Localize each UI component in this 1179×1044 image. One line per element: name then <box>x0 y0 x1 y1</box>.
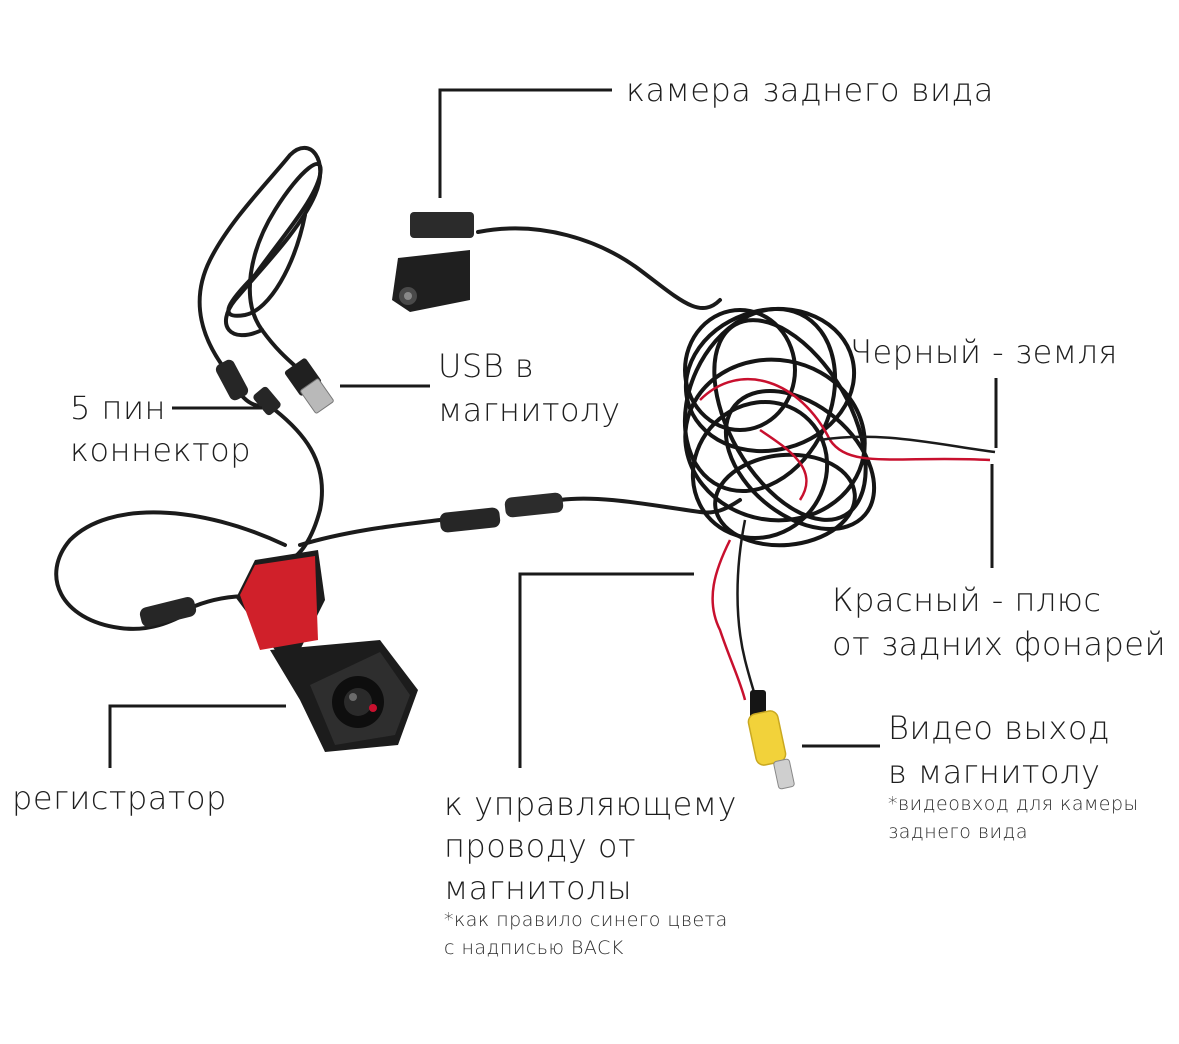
recorder-label: регистратор <box>12 779 227 817</box>
rear-camera-label: камера заднего вида <box>626 71 994 109</box>
usb-label-line1: USB в <box>438 347 535 385</box>
red-wire-label-line2: от задних фонарей <box>832 625 1167 663</box>
control-wire-label-line3: магнитолы <box>444 869 633 907</box>
video-note-line2: заднего вида <box>888 821 1029 843</box>
leader-lines <box>108 88 998 768</box>
wire-coil <box>682 306 877 548</box>
control-wire-label-line2: проводу от <box>444 827 637 865</box>
connectors <box>139 359 564 627</box>
black-wire-label: Черный - земля <box>850 333 1118 371</box>
control-note-line2: с надписью BACK <box>444 937 624 959</box>
usb-label-line2: магнитолу <box>438 391 621 429</box>
video-note-line1: *видеовход для камеры <box>888 793 1139 815</box>
red-wire-label-line1: Красный - плюс <box>832 581 1102 619</box>
red-wire-loops <box>699 377 991 701</box>
video-out-label-line2: в магнитолу <box>888 753 1101 791</box>
control-wire-label-line1: к управляющему <box>444 785 737 823</box>
rear-camera-illustration <box>392 212 474 312</box>
pin-connector-label-line2: коннектор <box>70 431 252 469</box>
main-cable <box>54 226 742 631</box>
rca-plug-illustration <box>747 690 795 790</box>
pin-connector-label-line1: 5 пин <box>70 389 166 427</box>
video-out-label-line1: Видео выход <box>888 709 1111 747</box>
usb-plug <box>284 358 334 414</box>
usb-cable-coil <box>197 146 323 380</box>
recorder-illustration <box>236 550 418 752</box>
control-note-line1: *как правило синего цвета <box>444 909 728 931</box>
